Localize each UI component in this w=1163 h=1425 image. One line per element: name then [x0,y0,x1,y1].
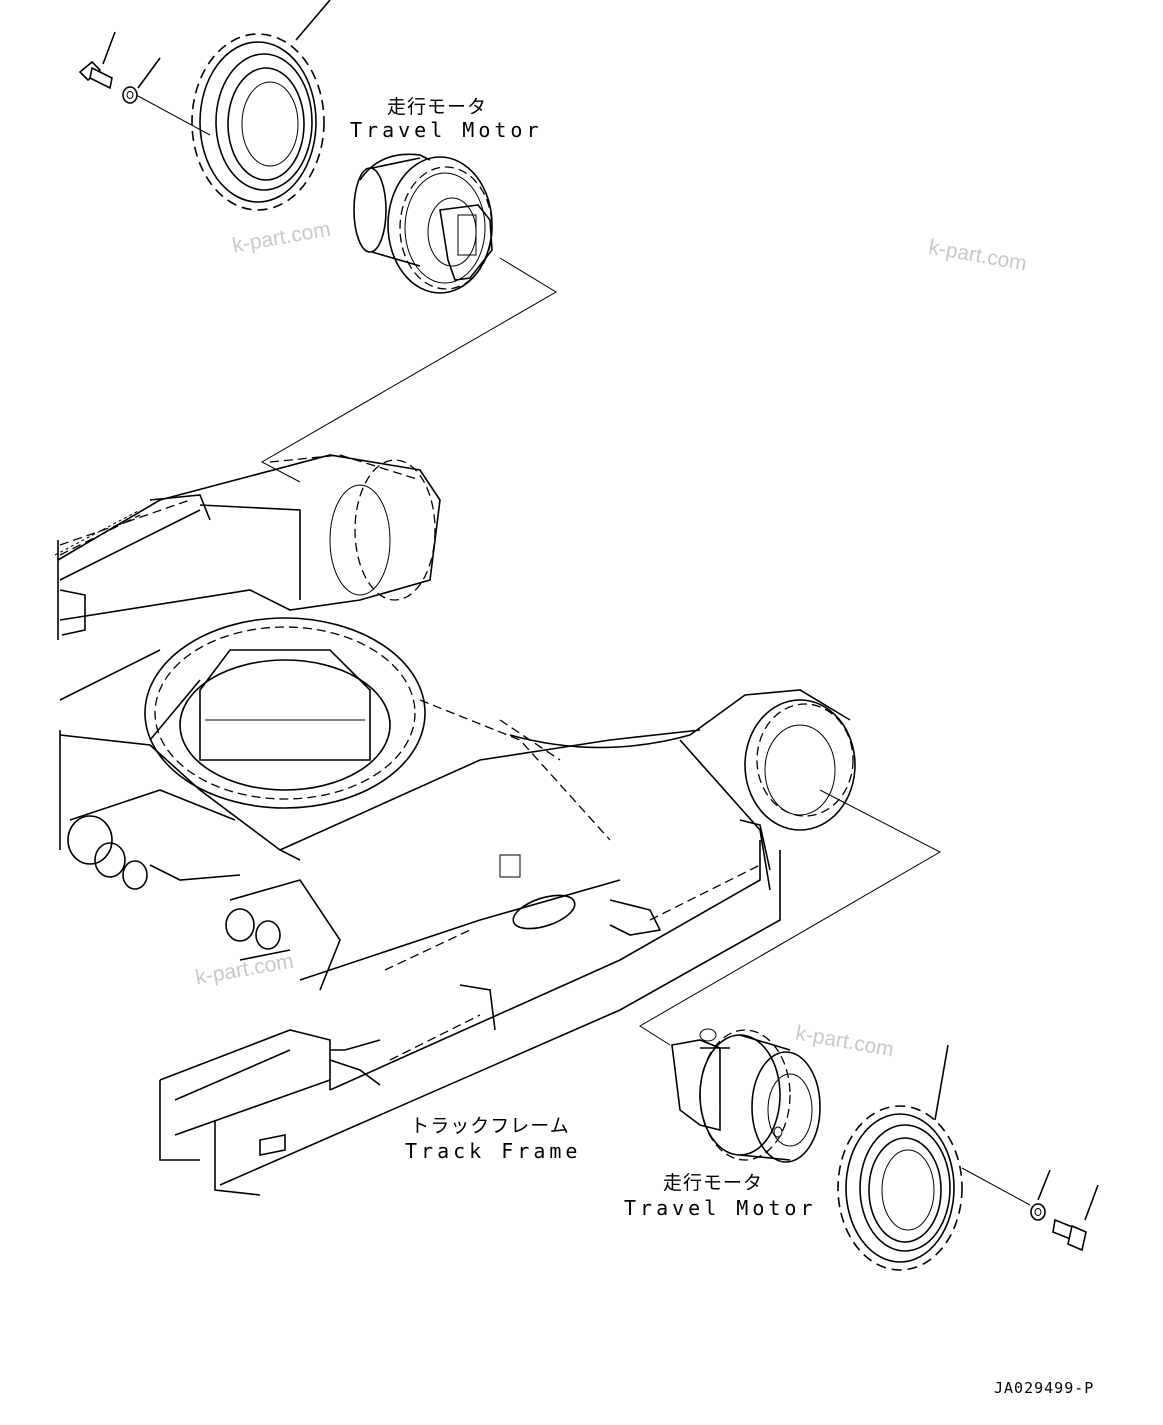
washer-bottom-icon [1030,1169,1051,1221]
bolt-icon [78,31,116,90]
label-travel-motor-bottom-jp: 走行モータ [662,1172,763,1194]
bolt-bottom-icon [1052,1184,1099,1252]
label-track-frame-en: Track Frame [405,1139,582,1163]
label-travel-motor-top-en: Travel Motor [350,118,543,142]
drawing-code: JA029499-P [994,1379,1095,1397]
sprocket-bottom-icon [837,1044,1031,1271]
washer-icon [122,57,211,136]
label-track-frame-jp: トラックフレーム [410,1115,570,1137]
leader-motor-bottom [639,789,942,1046]
leader-motor-top [260,257,557,483]
travel-motor-bottom-icon [671,1028,821,1163]
track-frame-icon [54,454,856,1196]
travel-motor-top-icon [353,153,493,294]
label-travel-motor-top-jp: 走行モータ [386,96,487,118]
label-travel-motor-bottom-en: Travel Motor [624,1196,817,1220]
sprocket-icon [191,0,331,211]
